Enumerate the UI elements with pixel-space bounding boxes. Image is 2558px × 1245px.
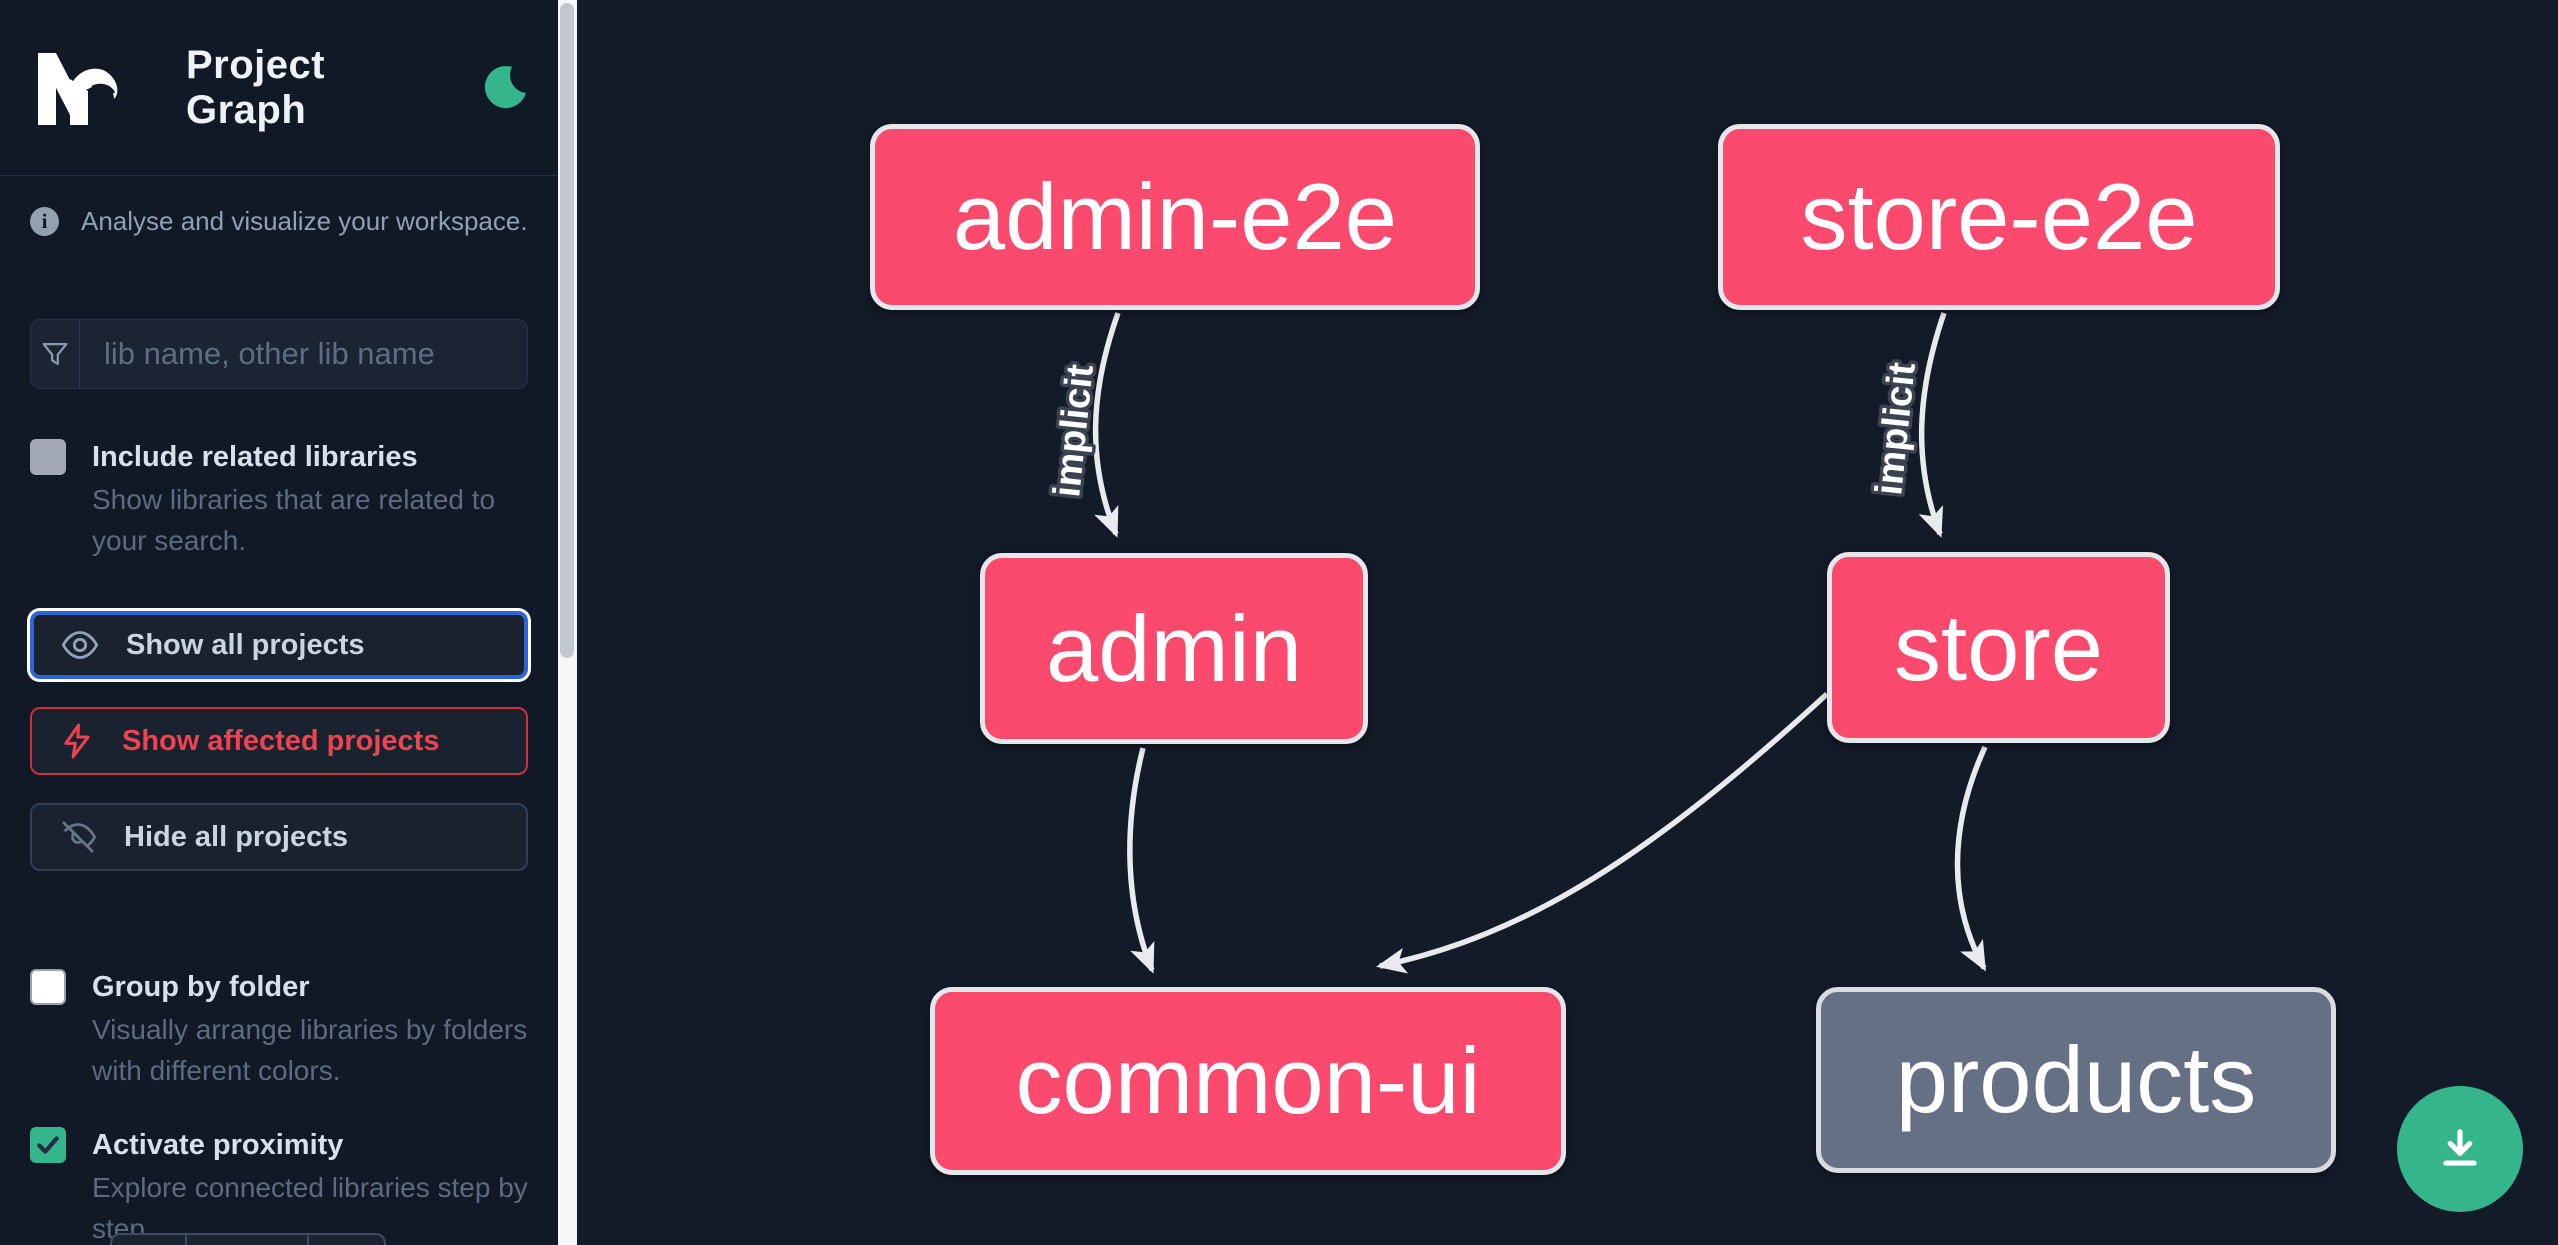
project-node-products[interactable]: products	[1816, 987, 2336, 1173]
filter-funnel-icon	[31, 320, 80, 388]
info-icon: i	[30, 207, 59, 236]
page-title: Project Graph	[186, 42, 326, 132]
project-node-admin[interactable]: admin	[980, 553, 1368, 744]
workspace-tagline: Analyse and visualize your workspace.	[81, 206, 528, 236]
project-node-store-e2e[interactable]: store-e2e	[1718, 124, 2280, 310]
sidebar-header: Project Graph	[0, 0, 558, 176]
button-label: Show all projects	[126, 628, 365, 661]
option-label[interactable]: Activate proximity	[92, 1129, 344, 1161]
theme-toggle-moon-icon[interactable]	[482, 65, 528, 111]
button-label: Show affected projects	[122, 724, 440, 757]
option-description: Show libraries that are related to your …	[92, 484, 496, 556]
nx-logo	[38, 52, 118, 125]
stepper-value	[187, 1235, 309, 1245]
activate-proximity-checkbox[interactable]	[30, 1127, 66, 1163]
stepper-decrement[interactable]	[112, 1235, 188, 1245]
option-include-related: Include related libraries Show libraries…	[30, 437, 528, 561]
show-all-projects-button[interactable]: Show all projects	[30, 611, 528, 679]
search-input[interactable]	[80, 320, 527, 388]
project-node-admin-e2e[interactable]: admin-e2e	[870, 124, 1480, 310]
include-related-checkbox[interactable]	[30, 439, 66, 475]
button-label: Hide all projects	[124, 820, 349, 853]
project-node-common-ui[interactable]: common-ui	[930, 987, 1566, 1175]
download-icon	[2443, 1129, 2477, 1166]
option-label[interactable]: Include related libraries	[92, 441, 418, 473]
sidebar-scrollbar-track[interactable]	[558, 0, 577, 1245]
lightning-icon	[64, 723, 90, 759]
hide-all-projects-button[interactable]: Hide all projects	[30, 803, 528, 871]
option-label[interactable]: Group by folder	[92, 971, 310, 1003]
show-affected-projects-button[interactable]: Show affected projects	[30, 707, 528, 775]
stepper-increment[interactable]	[309, 1235, 384, 1245]
project-node-store[interactable]: store	[1827, 552, 2170, 743]
sidebar-scrollbar-thumb[interactable]	[560, 3, 574, 658]
eye-off-icon	[61, 820, 97, 854]
proximity-depth-stepper[interactable]	[110, 1233, 386, 1245]
option-description: Visually arrange libraries by folders wi…	[92, 1014, 528, 1086]
download-graph-button[interactable]	[2397, 1086, 2523, 1212]
eye-icon	[61, 631, 99, 659]
group-by-folder-checkbox[interactable]	[30, 969, 66, 1005]
workspace-tagline-row: i Analyse and visualize your workspace.	[30, 206, 528, 237]
sidebar: Project Graph i Analyse and visualize yo…	[0, 0, 558, 1245]
option-activate-proximity: Activate proximity Explore connected lib…	[30, 1125, 528, 1245]
search-box	[30, 319, 528, 389]
check-icon	[37, 1136, 59, 1154]
sidebar-content: i Analyse and visualize your workspace. …	[0, 206, 558, 1245]
option-group-by-folder: Group by folder Visually arrange librari…	[30, 967, 528, 1091]
